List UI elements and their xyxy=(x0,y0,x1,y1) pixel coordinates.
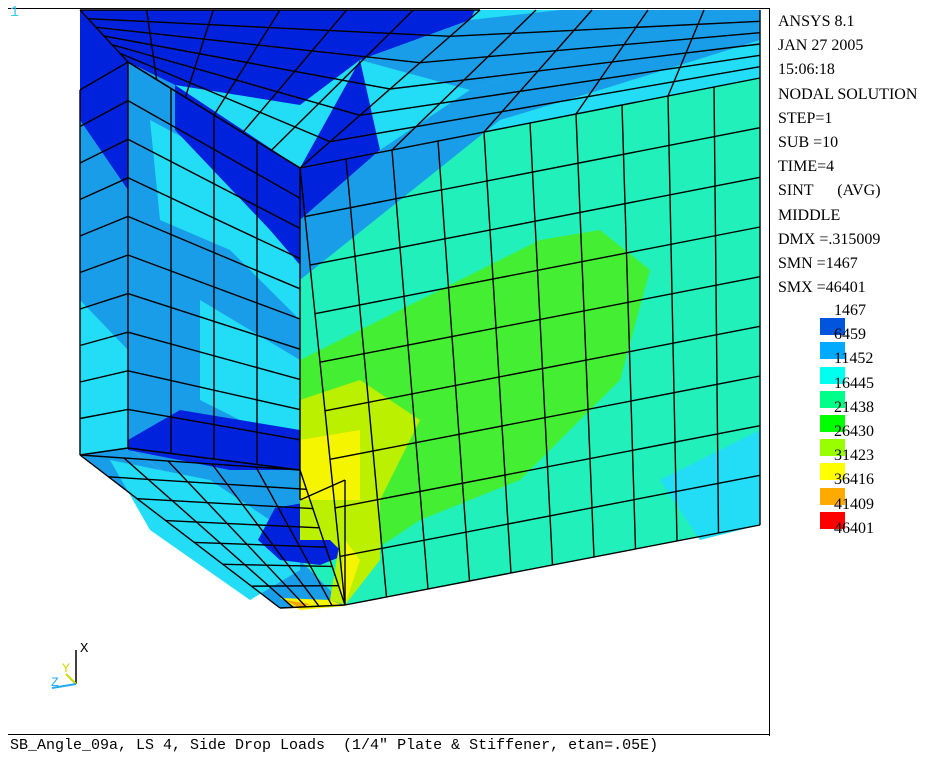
legend-value: 41409 xyxy=(834,495,874,513)
plot-date: JAN 27 2005 xyxy=(778,37,864,55)
triad-y-label: Y xyxy=(62,661,70,676)
legend-value: 16445 xyxy=(834,374,874,392)
legend-value: 21438 xyxy=(834,398,874,416)
layer-location: MIDDLE xyxy=(778,206,841,224)
solution-type: NODAL SOLUTION xyxy=(778,85,918,103)
element-mesh xyxy=(79,9,761,609)
substep-value: SUB =10 xyxy=(778,133,839,151)
software-version: ANSYS 8.1 xyxy=(778,13,855,30)
legend-swatch xyxy=(820,415,845,432)
legend-value: 1467 xyxy=(834,302,866,319)
min-stress: SMN =1467 xyxy=(778,254,858,272)
legend-value: 36416 xyxy=(834,471,874,489)
legend-swatch xyxy=(820,511,845,529)
max-stress: SMX =46401 xyxy=(778,279,866,297)
legend-swatch xyxy=(820,366,845,384)
legend-swatch xyxy=(820,342,845,360)
legend-value: 31423 xyxy=(834,447,874,465)
legend-value: 26430 xyxy=(834,423,874,440)
legend-swatch xyxy=(820,463,845,481)
triad-z-label: Z xyxy=(51,675,59,690)
coordinate-triad: X Y Z xyxy=(51,641,89,690)
legend-swatch xyxy=(820,487,845,505)
legend-swatch xyxy=(820,439,845,457)
plot-title-caption: SB_Angle_09a, LS 4, Side Drop Loads (1/4… xyxy=(10,737,659,754)
plot-frame-right xyxy=(769,8,770,736)
legend-swatch xyxy=(820,318,845,336)
plot-time: 15:06:18 xyxy=(778,61,835,79)
legend-value: 46401 xyxy=(834,519,874,537)
result-item: SINT (AVG) xyxy=(778,182,881,200)
plot-frame-bottom xyxy=(8,734,770,735)
legend-value: 11452 xyxy=(834,350,874,368)
legend-swatch xyxy=(820,390,845,408)
window-number: 1 xyxy=(10,4,20,21)
result-info-panel: ANSYS 8.1 JAN 27 2005 15:06:18 NODAL SOL… xyxy=(778,10,935,300)
legend-value: 6459 xyxy=(834,326,866,344)
time-value: TIME=4 xyxy=(778,158,835,176)
step-value: STEP=1 xyxy=(778,109,833,127)
triad-x-label: X xyxy=(80,641,89,657)
plot-frame-top xyxy=(8,8,770,9)
max-displacement: DMX =.315009 xyxy=(778,230,881,248)
